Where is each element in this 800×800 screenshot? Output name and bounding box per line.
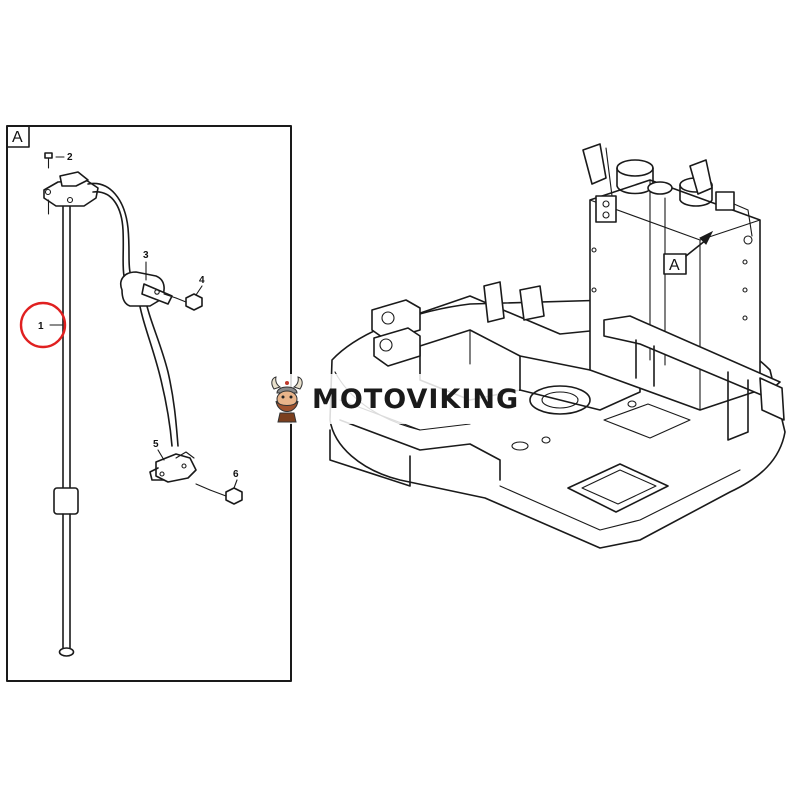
callout-1: 1 [38,321,44,332]
callout-5: 5 [153,439,159,450]
highlight-circle [19,301,67,349]
machine-overview: A [329,143,786,549]
detail-label: A [12,129,23,146]
watermark: MOTOVIKING [268,374,520,424]
detail-frame [6,125,292,682]
base-plate [329,299,786,549]
view-marker-box [663,253,687,275]
part-4-bolt [163,293,203,311]
callout-2: 2 [67,152,73,163]
wire-harness [87,182,179,447]
part-5-connector [149,451,197,483]
detail-label-box [6,125,30,148]
part-6-bolt [195,483,243,505]
viking-mascot-icon [271,376,303,423]
view-marker-a: A [663,230,714,275]
base-opening [567,463,669,513]
view-marker-label: A [669,257,680,274]
swing-ring [529,385,591,415]
callout-3: 3 [143,250,149,261]
callout-6: 6 [233,469,239,480]
part-3-clamp [120,271,173,307]
callout-4: 4 [199,275,205,286]
callout-leaders [49,156,238,489]
part-1-sender-rod [43,171,99,657]
float [53,487,79,515]
watermark-text: MOTOVIKING [312,383,520,415]
filler-cap-center [647,181,673,195]
part-2-screw [44,152,53,215]
detail-view-a: A [6,125,292,682]
tank-assembly [582,143,785,441]
filler-cap-left [616,159,654,177]
